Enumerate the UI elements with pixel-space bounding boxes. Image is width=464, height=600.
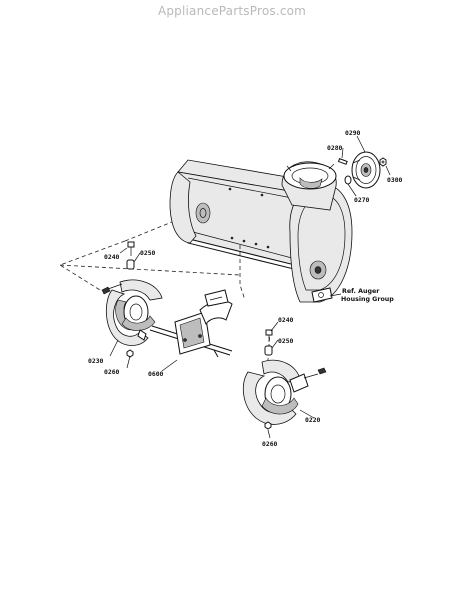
left-auger xyxy=(101,279,163,346)
watermark-text: AppliancePartsPros.com xyxy=(157,4,307,18)
label-0240-right: 0240 xyxy=(278,316,294,324)
label-0260-left: 0260 xyxy=(104,368,120,376)
label-housing-group: Housing Group xyxy=(341,296,394,303)
label-0260-right: 0260 xyxy=(262,440,278,448)
label-0280: 0280 xyxy=(327,144,343,152)
reference-dashed-lines xyxy=(59,221,271,361)
auger-shaft xyxy=(149,289,233,358)
label-0290: 0290 xyxy=(345,129,361,137)
label-0600: 0600 xyxy=(148,370,164,378)
label-0270: 0270 xyxy=(354,196,370,204)
right-auger-hardware xyxy=(264,329,273,430)
left-auger-hardware xyxy=(126,241,135,358)
leader-lines xyxy=(109,135,391,439)
label-0250-right: 0250 xyxy=(278,337,294,345)
housing-rivets xyxy=(228,187,270,249)
callout-labels: 0290 0280 0300 0270 0240 0250 0230 0260 … xyxy=(88,129,403,448)
pulley-assembly xyxy=(337,151,387,189)
auger-housing xyxy=(169,159,353,303)
right-auger xyxy=(242,359,327,425)
label-0250-left: 0250 xyxy=(140,249,156,257)
label-ref-auger: Ref. Auger xyxy=(342,288,380,295)
label-0230: 0230 xyxy=(88,357,104,365)
label-0240-left: 0240 xyxy=(104,253,120,261)
label-0300: 0300 xyxy=(387,176,403,184)
label-0220: 0220 xyxy=(305,416,321,424)
